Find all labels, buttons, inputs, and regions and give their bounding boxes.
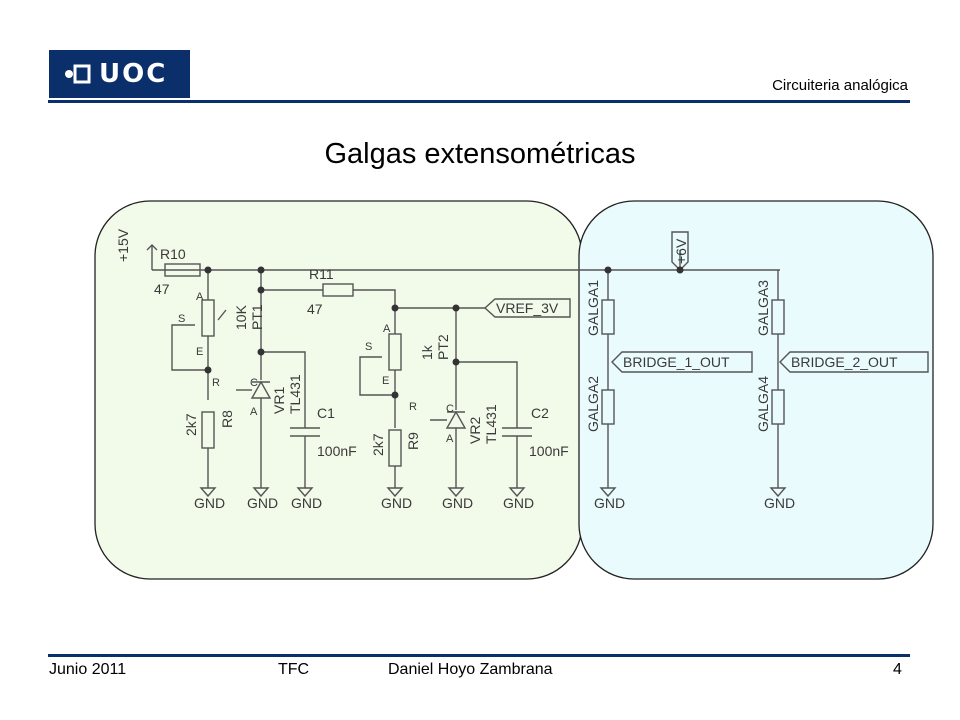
- vr1-pin-a-label: A: [250, 406, 258, 418]
- gnd-label: GND: [764, 495, 795, 511]
- pt1-pin-e-label: E: [196, 346, 203, 358]
- pt2-label: PT2: [435, 334, 451, 360]
- pt1-pin-a-label: A: [196, 291, 204, 303]
- gnd-label: GND: [442, 495, 473, 511]
- gnd-label: GND: [194, 495, 225, 511]
- pt1-value-label: 10K: [233, 304, 249, 330]
- vref-net-label: VREF_3V: [496, 300, 559, 316]
- r11-label: R11: [309, 266, 334, 282]
- r10-value-label: 47: [154, 281, 170, 297]
- pt2-value-label: 1k: [419, 344, 435, 360]
- bridge1-net-label: BRIDGE_1_OUT: [623, 354, 730, 370]
- gnd-label: GND: [247, 495, 278, 511]
- uoc-logo: UOC: [49, 50, 190, 98]
- c2-value-label: 100nF: [529, 443, 569, 459]
- vr1-pin-c-label: C: [250, 377, 258, 389]
- footer-author: Daniel Hoyo Zambrana: [388, 661, 553, 678]
- footer-project: TFC: [278, 661, 310, 678]
- pt1-pin-r-label: R: [212, 377, 220, 389]
- pt2-pin-a-label: A: [383, 323, 391, 335]
- footer-divider: [48, 654, 910, 657]
- slide-title: Galgas extensométricas: [324, 138, 636, 170]
- r8-label: R8: [219, 410, 235, 428]
- galga4-label: GALGA4: [755, 376, 771, 432]
- gnd-label: GND: [381, 495, 412, 511]
- pt2-pin-s-label: S: [365, 341, 372, 353]
- c1-label: C1: [317, 405, 335, 421]
- section-title: Circuiteria analógica: [772, 77, 908, 94]
- r10-label: R10: [160, 246, 186, 262]
- r9-value-label: 2k7: [370, 433, 386, 456]
- page-number: 4: [893, 661, 902, 678]
- c1-value-label: 100nF: [317, 443, 357, 459]
- vr2-pin-a-label: A: [446, 433, 454, 445]
- pt2-pin-r-label: R: [409, 401, 417, 413]
- r8-value-label: 2k7: [183, 413, 199, 436]
- r9-label: R9: [405, 432, 421, 450]
- galga3-label: GALGA3: [755, 280, 771, 336]
- vr2-pin-c-label: C: [446, 403, 454, 415]
- vr1-label: VR1: [271, 387, 287, 414]
- pt2-pin-e-label: E: [382, 375, 389, 387]
- vr2-label: VR2: [467, 417, 483, 444]
- bridge-panel: [578, 200, 934, 580]
- header-divider: [48, 100, 910, 103]
- uoc-emblem-icon: [63, 63, 91, 85]
- vr1-part-label: TL431: [287, 374, 303, 414]
- supply-6v-label: +6V: [673, 238, 689, 264]
- galga1-label: GALGA1: [585, 280, 601, 336]
- gnd-label: GND: [503, 495, 534, 511]
- pt1-label: PT1: [249, 304, 265, 330]
- gnd-label: GND: [291, 495, 322, 511]
- r11-value-label: 47: [307, 301, 323, 317]
- c2-label: C2: [531, 405, 549, 421]
- footer-date: Junio 2011: [49, 661, 127, 678]
- supply-15v-label: +15V: [115, 228, 131, 262]
- pt1-pin-s-label: S: [178, 313, 185, 325]
- gnd-label: GND: [594, 495, 625, 511]
- galga2-label: GALGA2: [585, 376, 601, 432]
- uoc-logo-text: UOC: [99, 59, 168, 89]
- vr2-part-label: TL431: [483, 404, 499, 444]
- bridge2-net-label: BRIDGE_2_OUT: [791, 354, 898, 370]
